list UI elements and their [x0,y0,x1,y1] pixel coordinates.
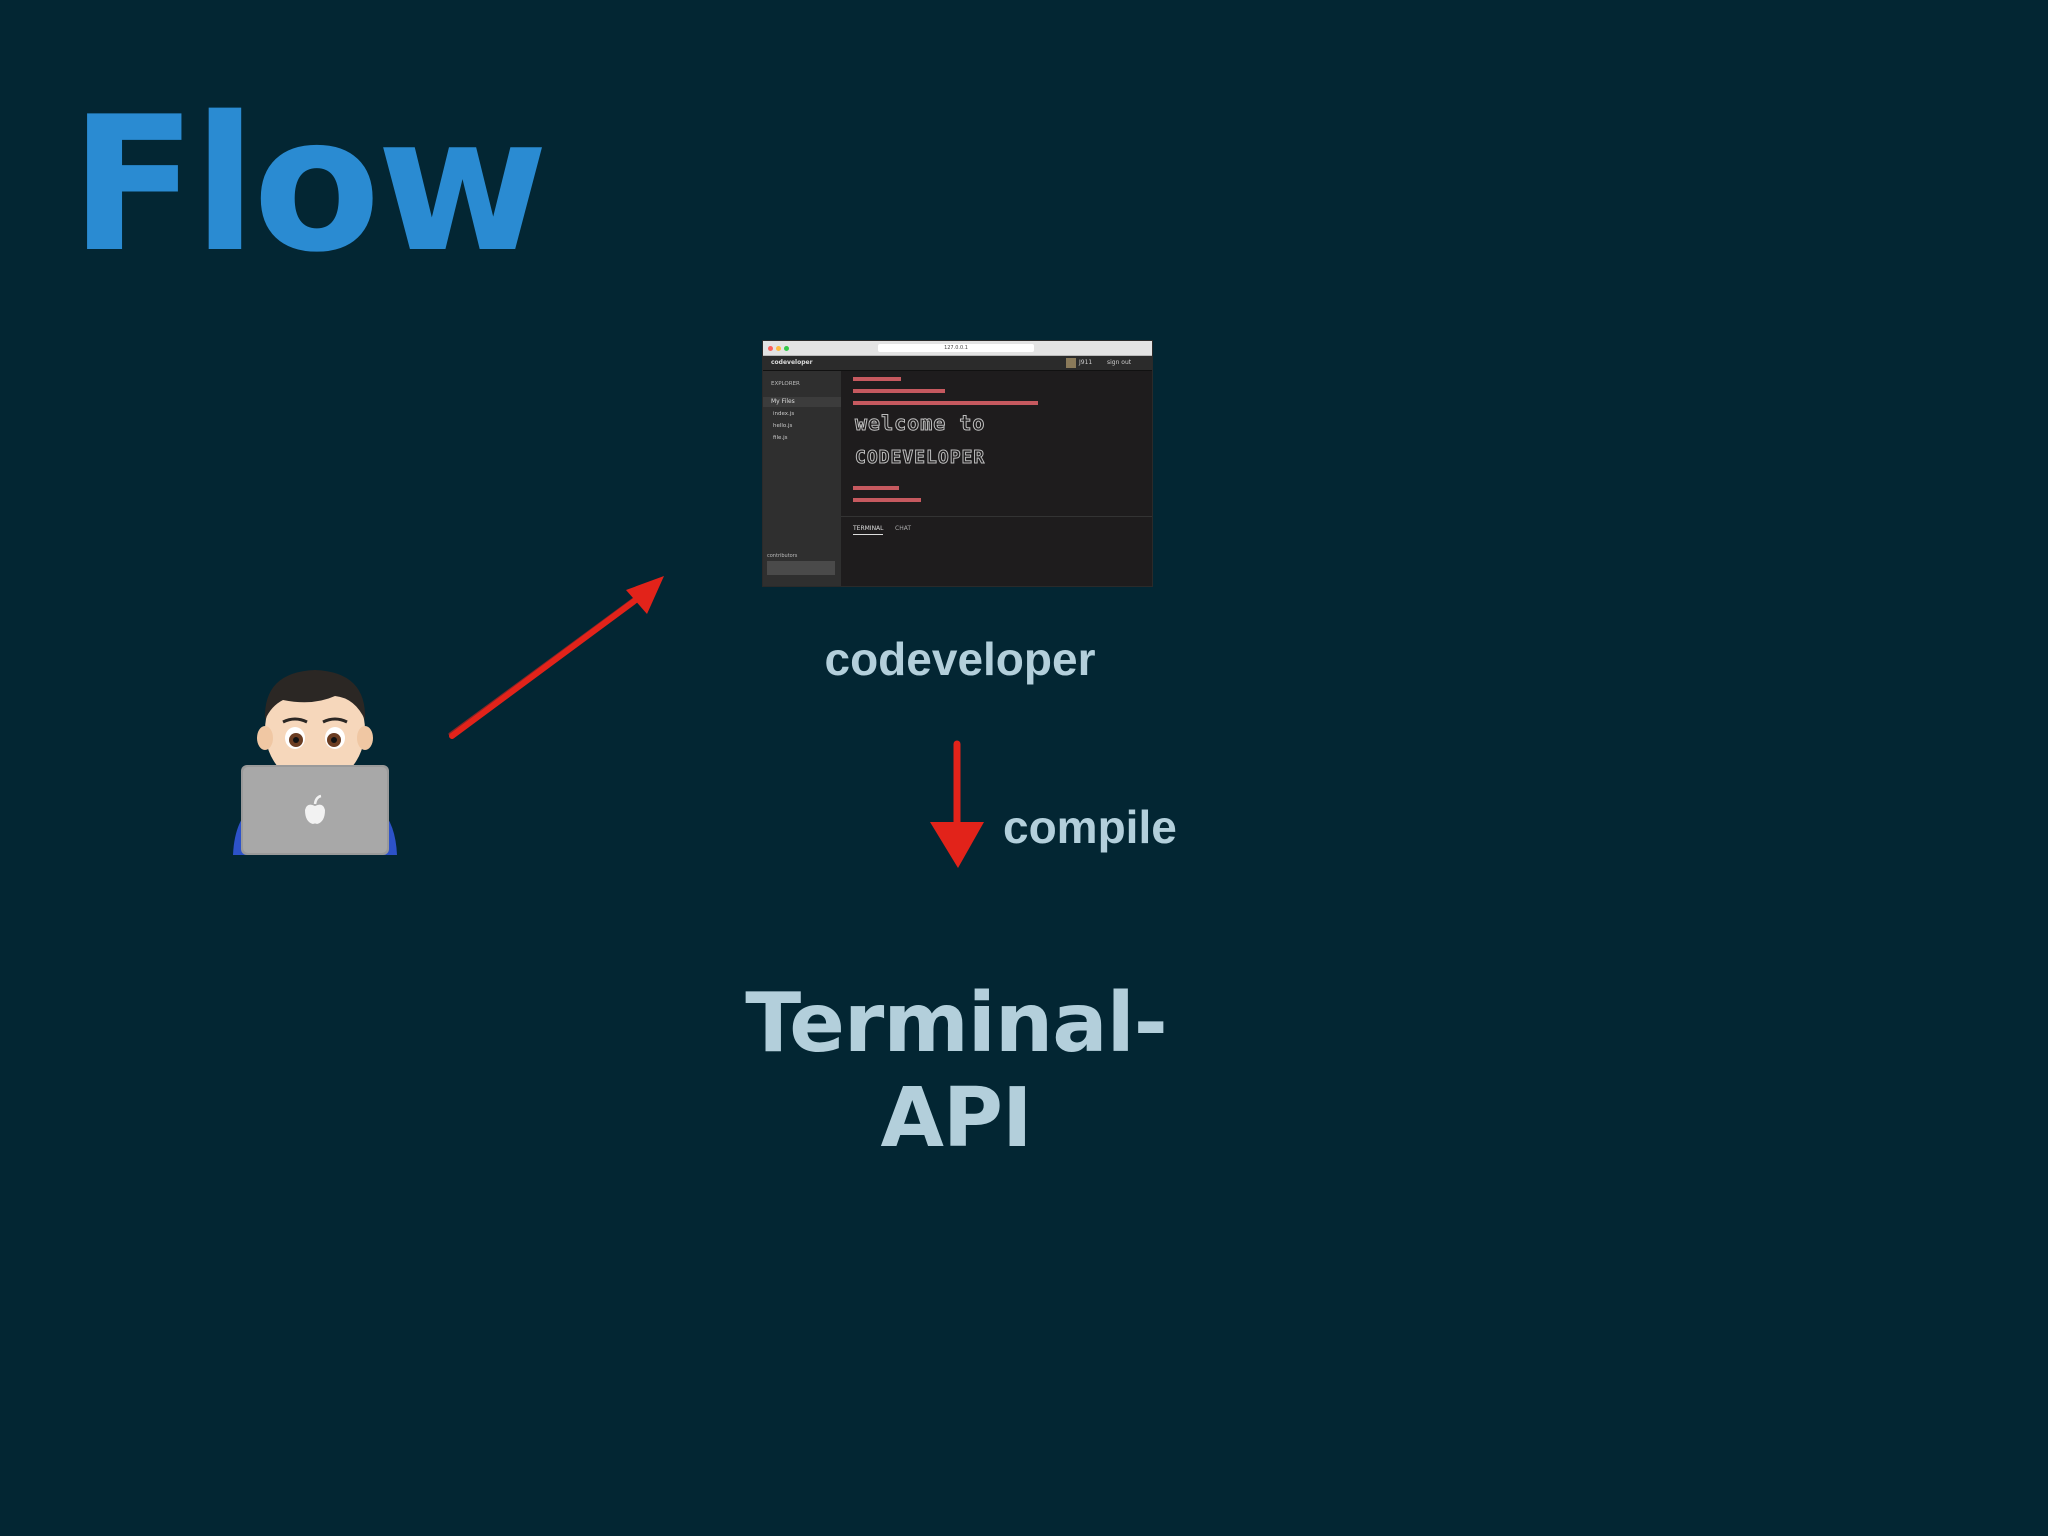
maximize-dot-icon [784,346,789,351]
sign-out-link: sign out [1107,359,1132,366]
my-files-label: My Files [771,398,795,405]
minimize-dot-icon [776,346,781,351]
tab-chat: CHAT [895,525,912,532]
url-bar: 127.0.0.1 [878,344,1034,352]
file-item: hello.js [773,423,793,429]
codeveloper-label: codeveloper [824,633,1096,685]
highlight-line [853,498,921,502]
code-editor: welcome to CODEVELOPER [841,371,1152,511]
slide-title: Flow [70,76,548,293]
compile-arrow [930,740,984,868]
ascii-welcome: welcome to [854,411,986,436]
contributors-bar [767,561,835,575]
highlight-line [853,486,899,490]
active-tab-underline [853,534,883,535]
person-with-laptop-icon [233,670,397,855]
compile-label: compile [1003,801,1177,853]
sidebar: EXPLORER My Files index.js hello.js file… [763,371,841,586]
explorer-heading: EXPLORER [771,381,800,387]
user-name: J911 [1079,359,1093,366]
ascii-codeveloper: CODEVELOPER [854,447,986,469]
terminal-api-label: Terminal-API [745,976,1168,1166]
avatar [1066,358,1076,368]
file-item: index.js [773,411,795,417]
highlight-line [853,377,901,381]
app-name: codeveloper [771,359,813,366]
tab-terminal: TERMINAL [853,525,884,532]
highlight-line [853,401,1038,405]
close-dot-icon [768,346,773,351]
contributors-label: contributors [767,553,798,559]
browser-toolbar: 127.0.0.1 [763,341,1152,356]
app-header: codeveloper J911 sign out [763,356,1152,371]
file-item: file.js [773,435,788,441]
panel-divider [841,516,1152,517]
codeveloper-screenshot: 127.0.0.1 codeveloper J911 sign out EXPL… [763,341,1152,586]
my-files-header: My Files [763,397,841,407]
highlight-line [853,389,945,393]
user-to-codeveloper-arrow [448,576,664,739]
